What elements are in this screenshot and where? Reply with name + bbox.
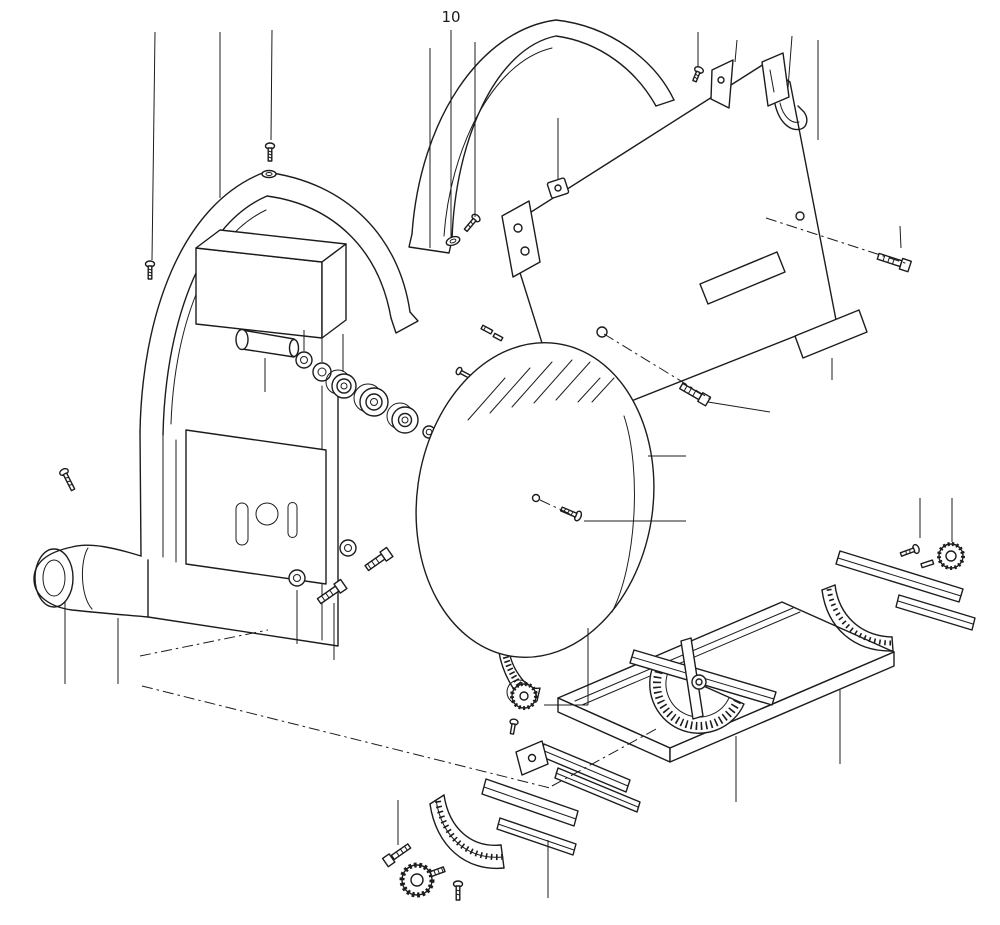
hex-bolt <box>364 546 394 572</box>
screw <box>144 260 156 280</box>
frame-housing <box>33 142 419 647</box>
disc-blade <box>415 341 655 659</box>
hex-bolt <box>679 382 712 407</box>
fence-bar <box>496 817 577 856</box>
washer <box>339 539 357 557</box>
square-nut-clip <box>546 177 570 199</box>
screw <box>899 543 920 557</box>
screw <box>463 213 481 233</box>
miter-protractor <box>629 637 777 734</box>
access-door <box>185 429 327 585</box>
knurled-knob <box>399 862 446 898</box>
screw <box>692 66 705 83</box>
drive-shaft <box>235 328 300 358</box>
motor-mount-block <box>195 229 347 339</box>
vent-slot <box>699 251 786 305</box>
bolt-hole <box>795 211 805 221</box>
hinge-bracket <box>501 200 541 278</box>
screw <box>59 467 76 492</box>
pin <box>480 324 494 335</box>
screw <box>452 880 464 901</box>
center-axes <box>139 217 909 789</box>
hex-bolt <box>381 843 412 868</box>
table-rail <box>539 743 641 813</box>
latch-bracket <box>761 52 808 131</box>
callout-10-label: 10 <box>441 8 460 26</box>
hex-bolt <box>316 578 348 605</box>
nameplate-label <box>794 309 868 359</box>
leader-lines <box>64 29 953 898</box>
screw <box>509 718 519 735</box>
bolt-hole <box>596 326 608 338</box>
washer <box>445 235 461 247</box>
washer <box>288 569 306 587</box>
knurled-knob <box>920 542 965 570</box>
blade-guard <box>408 19 675 254</box>
side-cover-panel <box>455 52 837 427</box>
miter-gauge-bottom <box>381 778 579 901</box>
corner-plate <box>710 59 734 109</box>
hex-bolt <box>876 252 913 273</box>
pin <box>492 332 504 342</box>
right-fasteners <box>679 252 913 407</box>
lower-fasteners <box>288 539 394 605</box>
clamp-plate <box>515 740 549 776</box>
miter-handle <box>680 637 704 720</box>
miter-gauge-right <box>821 542 976 652</box>
bearing-set <box>295 351 436 439</box>
screw <box>264 142 276 162</box>
washer <box>261 169 277 179</box>
